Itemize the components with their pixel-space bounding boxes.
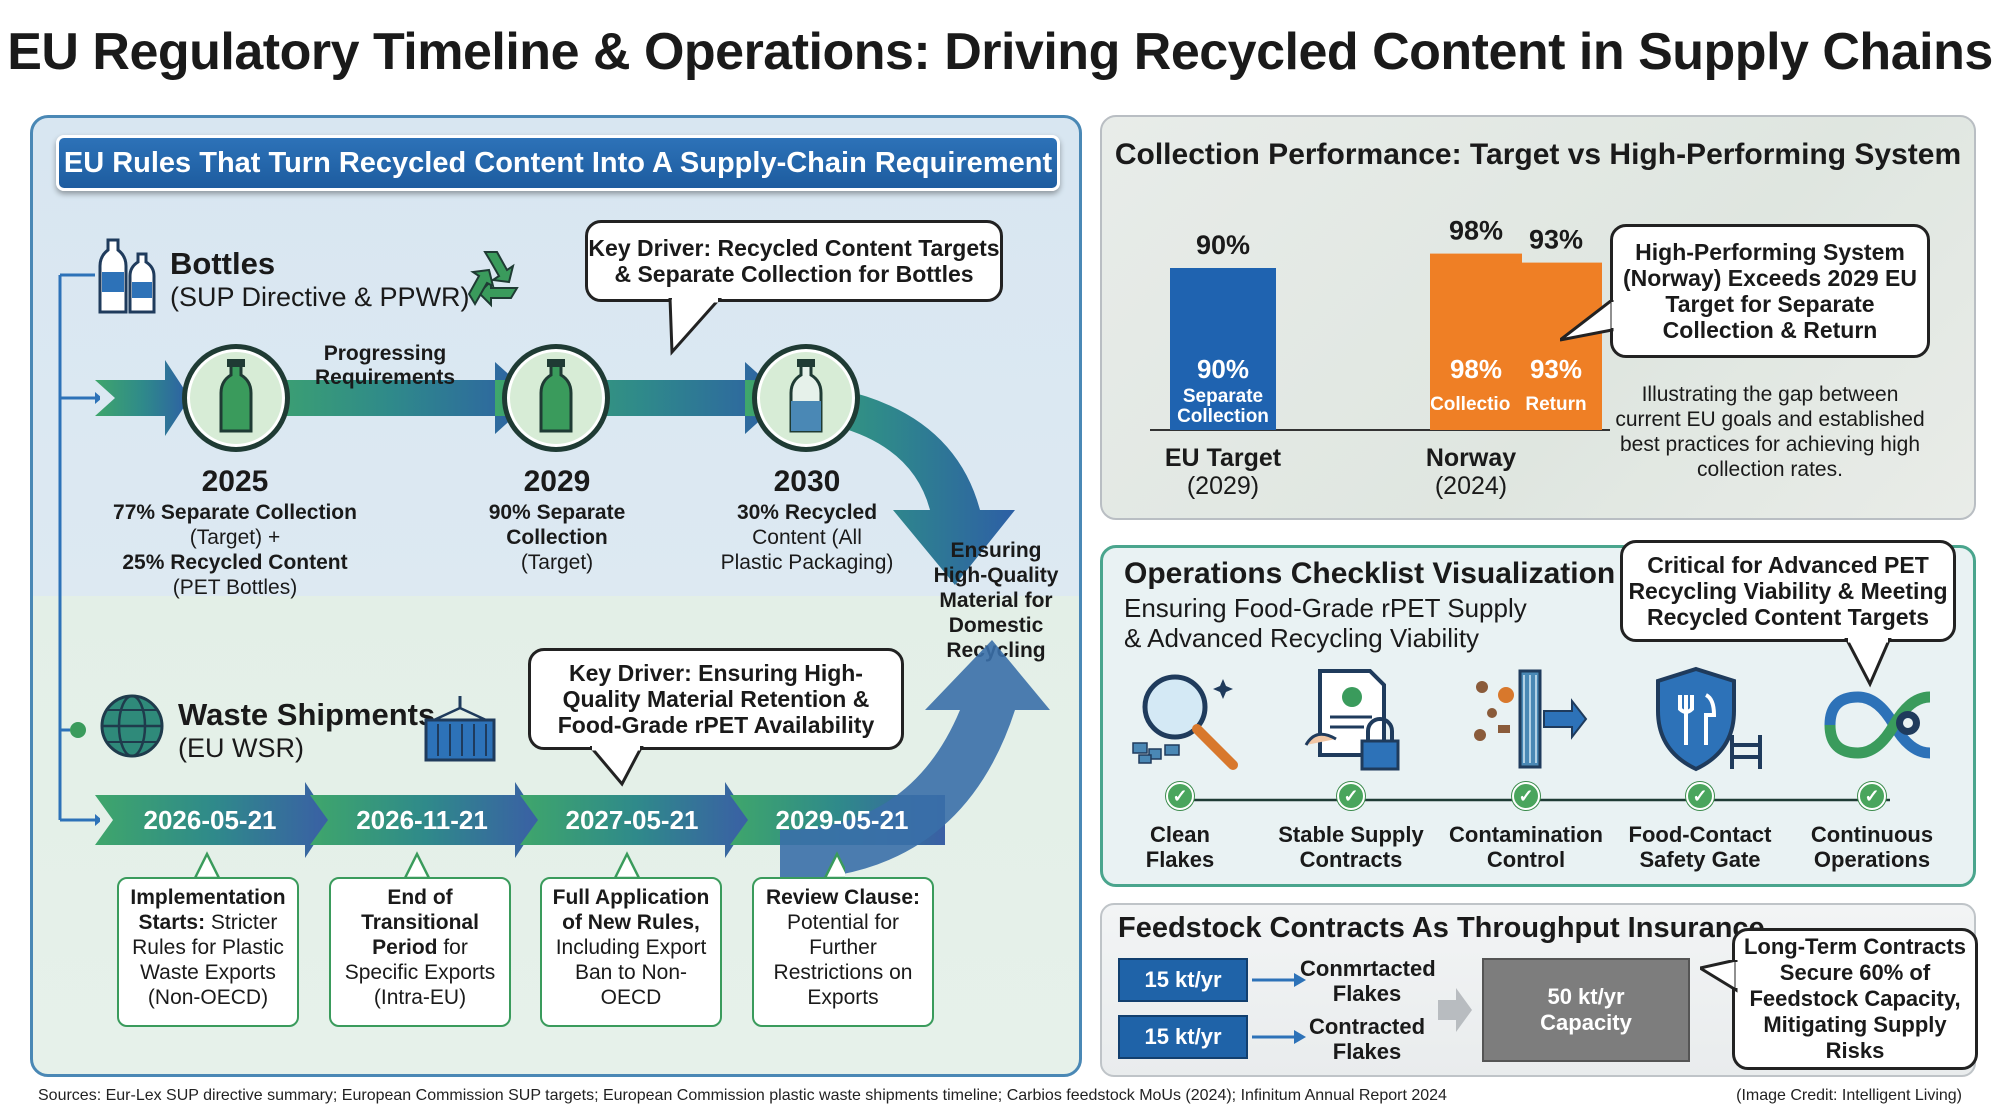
shipping-container-icon xyxy=(424,696,496,762)
milestone-2029-circle xyxy=(502,344,610,452)
date-2026-05-21: 2026-05-21 xyxy=(143,805,277,835)
date-box-review-clause: Review Clause: Potential for Further Res… xyxy=(752,877,934,1027)
chart-title: Collection Performance: Target vs High-P… xyxy=(1114,138,1962,171)
milestone-2029-description: 90% Separate Collection (Target) xyxy=(488,501,626,574)
bottle-icon xyxy=(539,359,573,433)
capacity-arrow xyxy=(1438,988,1472,1032)
waste-curve-arrow xyxy=(780,640,1050,880)
group-label: Norway xyxy=(1426,444,1516,472)
sources-footnote: Sources: Eur-Lex SUP directive summary; … xyxy=(38,1087,1447,1104)
milestone-2025-circle xyxy=(182,344,290,452)
globe-icon xyxy=(100,694,164,758)
milestone-2030-circle xyxy=(752,344,860,452)
bottles-icon xyxy=(98,238,156,314)
bar-norway-0 xyxy=(1430,253,1522,430)
date-2027-05-21: 2027-05-21 xyxy=(565,805,699,835)
bar-inner-label: Collection xyxy=(1177,406,1269,427)
recycle-icon xyxy=(467,251,519,308)
group-sublabel: (2029) xyxy=(1187,472,1259,500)
page-title: EU Regulatory Timeline & Operations: Dri… xyxy=(7,23,1993,81)
feedstock-amount-2: 15 kt/yr xyxy=(1118,1015,1248,1059)
milestone-2030-year: 2030 xyxy=(773,465,841,498)
milestone-2025-description: 77% Separate Collection (Target) + 25% R… xyxy=(113,501,357,599)
ops-title: Operations Checklist Visualization xyxy=(1124,557,1616,590)
milestone-2030-description: 30% Recycled Content (All Plastic Packag… xyxy=(720,501,894,574)
bar-inner-value: 98% xyxy=(1450,354,1502,384)
check-icon: ✓ xyxy=(1686,782,1714,810)
group-sublabel: (2024) xyxy=(1435,472,1507,500)
bottles-callout-pointer xyxy=(668,298,723,356)
ops-subtitle: Ensuring Food-Grade rPET Supply & Advanc… xyxy=(1124,593,1527,653)
bar-inner-value: 90% xyxy=(1197,354,1249,384)
bar-value-label: 93% xyxy=(1529,225,1583,255)
magnifier-flakes-icon xyxy=(1132,674,1238,770)
check-icon: ✓ xyxy=(1858,782,1886,810)
date-2029-05-21: 2029-05-21 xyxy=(775,805,909,835)
norway-callout: High-Performing System (Norway) Exceeds … xyxy=(1610,224,1930,358)
regulation-panel-header: EU Rules That Turn Recycled Content Into… xyxy=(56,135,1060,191)
bottle-icon xyxy=(219,359,253,433)
filter-screen-icon xyxy=(1474,669,1588,769)
check-icon: ✓ xyxy=(1512,782,1540,810)
date-box-implementation: Implementation Starts: Stricter Rules fo… xyxy=(117,877,299,1027)
bottles-title: Bottles xyxy=(170,246,276,281)
feedstock-arrows xyxy=(1252,973,1306,1044)
contract-lock-icon xyxy=(1304,669,1400,771)
waste-callout-pointer xyxy=(590,746,644,787)
date-box-pointers xyxy=(192,851,845,880)
date-box-transitional: End of Transitional Period for Specific … xyxy=(329,877,511,1027)
bar-inner-label: Separate xyxy=(1183,386,1263,407)
bottle-icon xyxy=(789,359,823,433)
bar-inner-value: 93% xyxy=(1530,354,1582,384)
bar-norway-1 xyxy=(1510,262,1602,430)
group-label: EU Target xyxy=(1165,444,1282,472)
norway-callout-pointer xyxy=(1560,300,1617,342)
date-2026-11-21: 2026-11-21 xyxy=(356,805,488,835)
ops-callout: Critical for Advanced PET Recycling Viab… xyxy=(1620,540,1956,642)
feedstock-callout-pointer xyxy=(1700,960,1740,993)
waste-shipments-title: Waste Shipments xyxy=(178,697,436,732)
image-credit: (Image Credit: Intelligent Living) xyxy=(1736,1087,1962,1104)
milestone-2025-year: 2025 xyxy=(201,465,269,498)
date-box-full-application: Full Application of New Rules, Including… xyxy=(540,877,722,1027)
bar-inner-label: Return xyxy=(1525,394,1586,415)
milestone-2029-year: 2029 xyxy=(523,465,591,498)
check-icon: ✓ xyxy=(1337,782,1365,810)
waste-key-driver-callout: Key Driver: Ensuring High-Quality Materi… xyxy=(528,648,904,750)
shield-fork-icon xyxy=(1656,666,1762,772)
chart-note: Illustrating the gap between current EU … xyxy=(1615,383,1925,481)
ensuring-quality-label: Ensuring High-Quality Material for Domes… xyxy=(933,539,1059,662)
waste-shipments-subtitle: (EU WSR) xyxy=(178,733,304,763)
feedstock-callout: Long-Term Contracts Secure 60% of Feedst… xyxy=(1732,928,1978,1070)
check-icon: ✓ xyxy=(1166,782,1194,810)
bar-inner-label: Collection xyxy=(1430,394,1522,415)
bottles-subtitle: (SUP Directive & PPWR) xyxy=(170,282,470,312)
bottles-key-driver-callout: Key Driver: Recycled Content Targets & S… xyxy=(585,220,1003,302)
progressing-requirements-label: Progressing Requirements xyxy=(314,342,456,389)
infinity-gear-icon xyxy=(1824,691,1931,759)
bar-value-label: 98% xyxy=(1449,216,1503,246)
feedstock-title: Feedstock Contracts As Throughput Insura… xyxy=(1118,912,1765,944)
ops-callout-pointer xyxy=(1844,638,1892,688)
bar-eu-target-0 xyxy=(1170,268,1276,430)
section-connector xyxy=(58,273,100,826)
feedstock-amount-1: 15 kt/yr xyxy=(1118,958,1248,1002)
bar-value-label: 90% xyxy=(1196,230,1250,260)
